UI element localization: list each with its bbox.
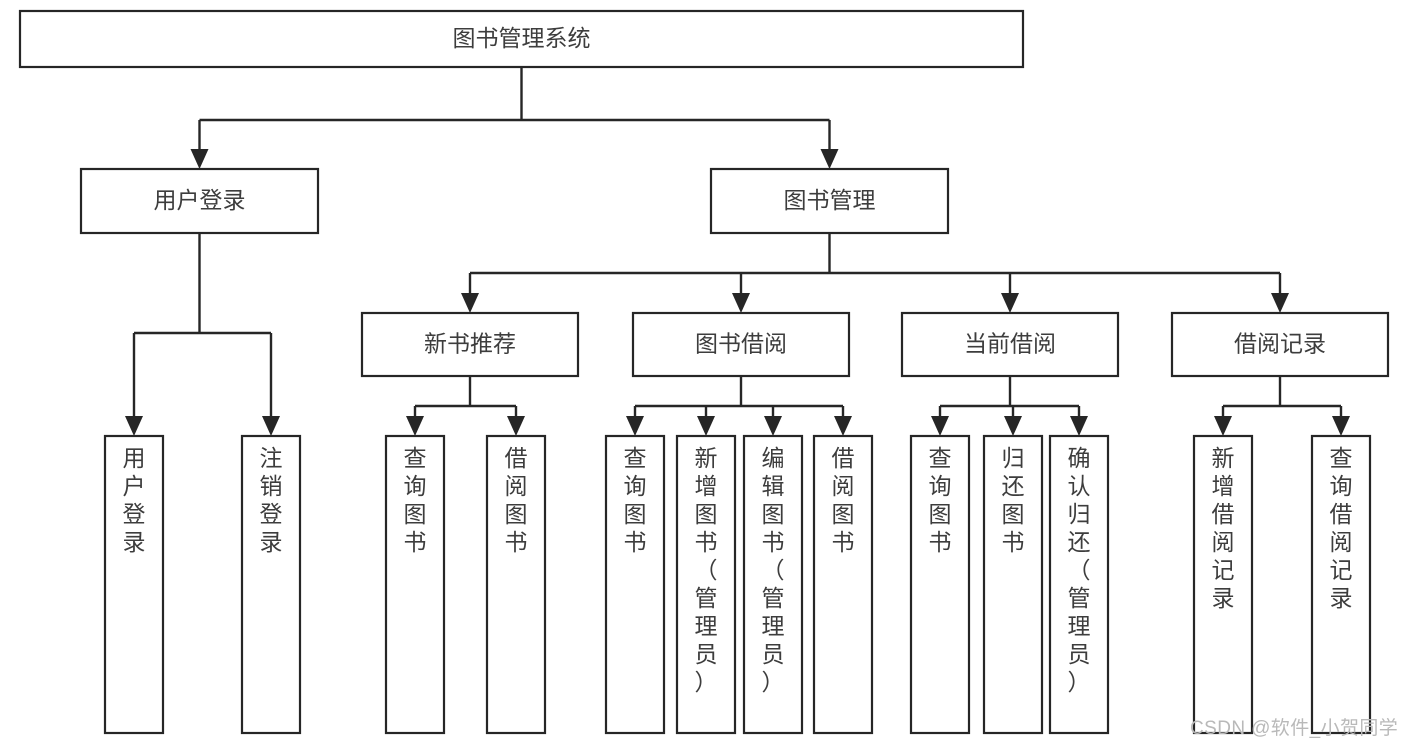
node-leaf-user-logout[interactable]: 注销登录 bbox=[240, 434, 302, 735]
node-label-leaf-return-book: 归还图书 bbox=[1002, 445, 1025, 555]
node-label-root: 图书管理系统 bbox=[453, 25, 591, 51]
node-box-leaf-return-book bbox=[982, 434, 1044, 735]
arrow-head-icon bbox=[461, 293, 479, 313]
arrow-head-icon bbox=[764, 416, 782, 436]
watermark-text: CSDN @软件_小贺同学 bbox=[1190, 718, 1399, 739]
node-leaf-add-borrow-record[interactable]: 新增借阅记录 bbox=[1192, 434, 1254, 735]
node-label-leaf-borrow-book-recommend: 借阅图书 bbox=[505, 445, 528, 555]
arrow-head-icon bbox=[125, 416, 143, 436]
arrow-head-icon bbox=[820, 149, 839, 169]
node-root[interactable]: 图书管理系统 bbox=[18, 9, 1025, 69]
connector-edge-book-management-to-level3 bbox=[461, 233, 1289, 313]
node-leaf-query-book-recommend[interactable]: 查询图书 bbox=[384, 434, 446, 735]
connector-edge-user-login-to-leaves bbox=[125, 233, 280, 436]
node-label-leaf-user-logout: 注销登录 bbox=[260, 445, 283, 555]
node-box-leaf-query-book-current bbox=[909, 434, 971, 735]
arrow-head-icon bbox=[834, 416, 852, 436]
arrow-head-icon bbox=[1004, 416, 1022, 436]
node-layer: 图书管理系统用户登录图书管理新书推荐图书借阅当前借阅借阅记录用户登录注销登录查询… bbox=[18, 9, 1390, 735]
node-label-leaf-add-book-admin: 新增图书（管理员） bbox=[695, 445, 718, 695]
node-leaf-edit-book-admin[interactable]: 编辑图书（管理员） bbox=[742, 434, 804, 735]
node-leaf-return-book[interactable]: 归还图书 bbox=[982, 434, 1044, 735]
node-leaf-borrow-book-recommend[interactable]: 借阅图书 bbox=[485, 434, 547, 735]
arrow-head-icon bbox=[626, 416, 644, 436]
node-box-leaf-add-book-admin bbox=[675, 434, 737, 735]
node-label-current-borrow: 当前借阅 bbox=[964, 331, 1056, 357]
arrow-head-icon bbox=[697, 416, 715, 436]
arrow-head-icon bbox=[1271, 293, 1289, 313]
arrow-head-icon bbox=[931, 416, 949, 436]
node-box-leaf-query-borrow-record bbox=[1310, 434, 1372, 735]
node-box-leaf-query-book-recommend bbox=[384, 434, 446, 735]
node-box-leaf-confirm-return-admin bbox=[1048, 434, 1110, 735]
arrow-head-icon bbox=[732, 293, 750, 313]
node-box-leaf-user-logout bbox=[240, 434, 302, 735]
connector-edge-current-borrow-to-leaves bbox=[931, 376, 1088, 436]
node-label-leaf-user-login: 用户登录 bbox=[123, 445, 146, 555]
arrow-head-icon bbox=[262, 416, 280, 436]
arrow-head-icon bbox=[1070, 416, 1088, 436]
node-box-leaf-borrow-book-recommend bbox=[485, 434, 547, 735]
node-box-borrow-record bbox=[1170, 311, 1390, 378]
node-label-borrow-record: 借阅记录 bbox=[1234, 331, 1326, 357]
arrow-head-icon bbox=[1332, 416, 1350, 436]
node-box-user-login bbox=[79, 167, 320, 235]
connector-edge-root-to-level2 bbox=[190, 67, 839, 169]
node-label-leaf-add-borrow-record: 新增借阅记录 bbox=[1212, 445, 1235, 611]
node-box-leaf-add-borrow-record bbox=[1192, 434, 1254, 735]
arrow-head-icon bbox=[507, 416, 525, 436]
node-leaf-query-book-current[interactable]: 查询图书 bbox=[909, 434, 971, 735]
node-book-borrow[interactable]: 图书借阅 bbox=[631, 311, 851, 378]
node-label-leaf-query-book-current: 查询图书 bbox=[929, 445, 952, 555]
node-box-leaf-borrow-book bbox=[812, 434, 874, 735]
node-leaf-user-login[interactable]: 用户登录 bbox=[103, 434, 165, 735]
node-label-book-borrow: 图书借阅 bbox=[695, 331, 787, 357]
node-label-book-management: 图书管理 bbox=[784, 187, 876, 213]
node-label-leaf-confirm-return-admin: 确认归还（管理员） bbox=[1068, 445, 1091, 695]
node-label-leaf-query-book-borrow: 查询图书 bbox=[624, 445, 647, 555]
node-user-login[interactable]: 用户登录 bbox=[79, 167, 320, 235]
node-label-leaf-query-borrow-record: 查询借阅记录 bbox=[1330, 445, 1353, 611]
node-leaf-query-book-borrow[interactable]: 查询图书 bbox=[604, 434, 666, 735]
node-current-borrow[interactable]: 当前借阅 bbox=[900, 311, 1120, 378]
node-box-book-borrow bbox=[631, 311, 851, 378]
node-box-leaf-user-login bbox=[103, 434, 165, 735]
node-leaf-query-borrow-record[interactable]: 查询借阅记录 bbox=[1310, 434, 1372, 735]
arrow-head-icon bbox=[1001, 293, 1019, 313]
arrow-head-icon bbox=[406, 416, 424, 436]
node-borrow-record[interactable]: 借阅记录 bbox=[1170, 311, 1390, 378]
node-box-root bbox=[18, 9, 1025, 69]
node-label-new-book-recommend: 新书推荐 bbox=[424, 331, 516, 357]
node-box-current-borrow bbox=[900, 311, 1120, 378]
node-box-leaf-query-book-borrow bbox=[604, 434, 666, 735]
node-box-leaf-edit-book-admin bbox=[742, 434, 804, 735]
arrow-head-icon bbox=[1214, 416, 1232, 436]
node-label-leaf-edit-book-admin: 编辑图书（管理员） bbox=[762, 445, 785, 695]
connector-layer bbox=[125, 67, 1350, 436]
arrow-head-icon bbox=[190, 149, 209, 169]
node-label-leaf-borrow-book: 借阅图书 bbox=[832, 445, 855, 555]
node-label-leaf-query-book-recommend: 查询图书 bbox=[404, 445, 427, 555]
node-leaf-borrow-book[interactable]: 借阅图书 bbox=[812, 434, 874, 735]
connector-edge-new-book-recommend-to-leaves bbox=[406, 376, 525, 436]
connector-edge-book-borrow-to-leaves bbox=[626, 376, 852, 436]
node-box-new-book-recommend bbox=[360, 311, 580, 378]
connector-edge-borrow-record-to-leaves bbox=[1214, 376, 1350, 436]
node-new-book-recommend[interactable]: 新书推荐 bbox=[360, 311, 580, 378]
node-leaf-add-book-admin[interactable]: 新增图书（管理员） bbox=[675, 434, 737, 735]
node-book-management[interactable]: 图书管理 bbox=[709, 167, 950, 235]
node-label-user-login: 用户登录 bbox=[154, 187, 246, 213]
node-leaf-confirm-return-admin[interactable]: 确认归还（管理员） bbox=[1048, 434, 1110, 735]
node-box-book-management bbox=[709, 167, 950, 235]
